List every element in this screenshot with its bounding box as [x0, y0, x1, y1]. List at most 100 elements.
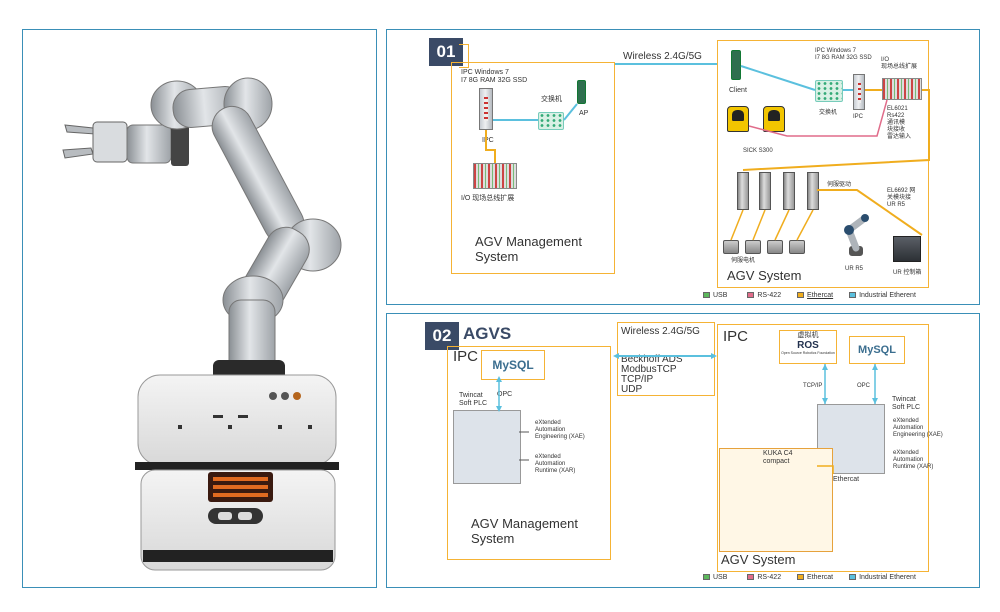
- agv-management-box-02: [447, 346, 611, 560]
- legend-rs422: RS-422: [757, 292, 782, 299]
- legend-ethernet-02: Industrial Etherent: [859, 574, 916, 581]
- opc-label-right: OPC: [857, 383, 871, 389]
- sick-scanner-icon-1: [727, 106, 749, 132]
- legend-ethercat-swatch-02: [797, 574, 805, 580]
- wireless-label-02: Wireless 2.4G/5G: [621, 326, 700, 337]
- io-expansion-right-icon: [882, 78, 922, 100]
- ros-subtitle: Open Source Robotics Foundation: [781, 351, 835, 355]
- servo-drive-label: 伺服驱动: [827, 182, 852, 188]
- protocol-box: [617, 322, 715, 396]
- client-label: Client: [729, 87, 747, 94]
- servo-motor-label: 伺服电机: [731, 258, 756, 264]
- sick-scanner-icon-2: [763, 106, 785, 132]
- agv-management-title-01: AGV Management System: [475, 234, 582, 264]
- mysql-right-text: MySQL: [858, 344, 896, 356]
- ipc-left-icon: [479, 88, 493, 130]
- io-expansion-right-label: I/O 现场总线扩展: [881, 57, 918, 70]
- servo-drive-icon-3: [783, 172, 795, 210]
- legend-ethernet-swatch: [849, 292, 857, 298]
- legend-ethernet: Industrial Etherent: [859, 292, 916, 299]
- legend-usb-swatch: [703, 292, 710, 298]
- ipc-label-left-02: IPC: [453, 348, 479, 365]
- agv-system-box-02: [717, 324, 929, 572]
- ur-robot-label: UR R5: [845, 266, 864, 272]
- opc-label-left: OPC: [497, 391, 513, 398]
- ur-robot-icon: [844, 214, 869, 256]
- mysql-right: MySQL: [849, 336, 905, 364]
- tcpip-label-right: TCP/IP: [803, 383, 823, 389]
- io-expansion-left-label: I/O 现场总线扩展: [461, 195, 515, 202]
- el6692-label: EL6692 网 关模块接 UR R5: [887, 188, 916, 208]
- ipc-right-label: IPC: [853, 114, 864, 120]
- agv-management-title-02: AGV Management System: [471, 516, 578, 546]
- mysql-left-text: MySQL: [492, 358, 534, 372]
- legend-rs422-swatch-02: [747, 574, 755, 580]
- servo-motor-icon-3: [767, 240, 783, 254]
- ur-control-box-icon: [893, 236, 921, 262]
- mobile-manipulator-image: [62, 77, 342, 571]
- agv-management-box-01: [451, 62, 615, 274]
- protocol-modbus: ModbusTCP: [621, 364, 677, 375]
- agvs-title: AGVS: [463, 324, 512, 343]
- ur-control-label: UR 控制箱: [893, 270, 922, 276]
- io-expansion-left-icon: [473, 163, 517, 189]
- legend-rs422-02: RS-422: [757, 574, 782, 581]
- twincat-label-right: Twincat Soft PLC: [892, 396, 921, 411]
- el6021-label: EL6021 Rs422 通讯模 块接收 雷达输入: [887, 106, 912, 140]
- ap-icon: [577, 80, 586, 104]
- servo-motor-icon-2: [745, 240, 761, 254]
- legend-ethercat: Ethercat: [807, 292, 834, 299]
- servo-motor-icon-4: [789, 240, 805, 254]
- section-badge-01: 01: [429, 38, 463, 66]
- wireless-label-01: Wireless 2.4G/5G: [623, 51, 702, 62]
- servo-motor-icon-1: [723, 240, 739, 254]
- protocol-udp: UDP: [621, 384, 643, 395]
- ipc-label-right-02: IPC: [723, 328, 749, 345]
- ethercat-label-right: Ethercat: [833, 476, 860, 483]
- legend-ethernet-swatch-02: [849, 574, 857, 580]
- agv-system-title-02: AGV System: [721, 552, 796, 567]
- architecture-panel-02: 02 AGVS IPC MySQL OPC Twincat Soft PLC e…: [386, 313, 980, 588]
- servo-drive-icon-2: [759, 172, 771, 210]
- servo-drive-icon-4: [807, 172, 819, 210]
- robot-photo-panel: [22, 29, 377, 588]
- ros-vm-label: 虚拟机: [797, 332, 819, 339]
- switch-left-icon: [538, 112, 564, 130]
- client-icon: [731, 50, 741, 80]
- legend-02: USB RS-422 Ethercat Industrial Etherent: [703, 574, 916, 581]
- ap-label: AP: [579, 110, 589, 117]
- xar-label-left: eXtended Automation Runtime (XAR): [535, 454, 576, 474]
- xae-label-left: eXtended Automation Engineering (XAE): [535, 420, 585, 440]
- protocol-beckhoff: Beckhoff ADS: [621, 354, 683, 365]
- legend-rs422-swatch: [747, 292, 755, 298]
- twincat-diagram-right: [817, 404, 885, 474]
- legend-ethercat-02: Ethercat: [807, 574, 834, 581]
- architecture-panel-01: 01 IPC Windows 7 I7 8G RAM 32G SSD IPC 交…: [386, 29, 980, 305]
- legend-usb: USB: [713, 292, 728, 299]
- twincat-diagram-left: [453, 410, 521, 484]
- switch-right-icon: [815, 80, 843, 102]
- mysql-left: MySQL: [481, 350, 545, 380]
- twincat-label-left: Twincat Soft PLC: [459, 392, 488, 407]
- ipc-left-label: IPC: [482, 137, 494, 144]
- legend-usb-swatch-02: [703, 574, 710, 580]
- ros-logo: ROS: [797, 340, 819, 351]
- ipc-spec-left: IPC Windows 7 I7 8G RAM 32G SSD: [461, 69, 528, 84]
- switch-left-label: 交换机: [541, 96, 562, 103]
- xae-label-right: eXtended Automation Engineering (XAE): [893, 418, 943, 438]
- sick-label: SICK S300: [743, 148, 773, 154]
- agv-system-title-01: AGV System: [727, 268, 802, 283]
- legend-usb-02: USB: [713, 574, 728, 581]
- kuka-diagram: [719, 448, 833, 552]
- legend-ethercat-swatch: [797, 292, 805, 298]
- badge-outline-01: [459, 44, 469, 68]
- xar-label-right: eXtended Automation Runtime (XAR): [893, 450, 934, 470]
- section-badge-02: 02: [425, 322, 459, 350]
- switch-right-label: 交换机: [819, 110, 838, 116]
- kuka-label: KUKA C4 compact: [763, 450, 793, 465]
- ipc-right-icon: [853, 74, 865, 110]
- ros-box: 虚拟机 ROS Open Source Robotics Foundation: [779, 330, 837, 364]
- protocol-tcpip: TCP/IP: [621, 374, 654, 385]
- legend-01: USB RS-422 Ethercat Industrial Etherent: [703, 292, 916, 299]
- servo-drive-icon-1: [737, 172, 749, 210]
